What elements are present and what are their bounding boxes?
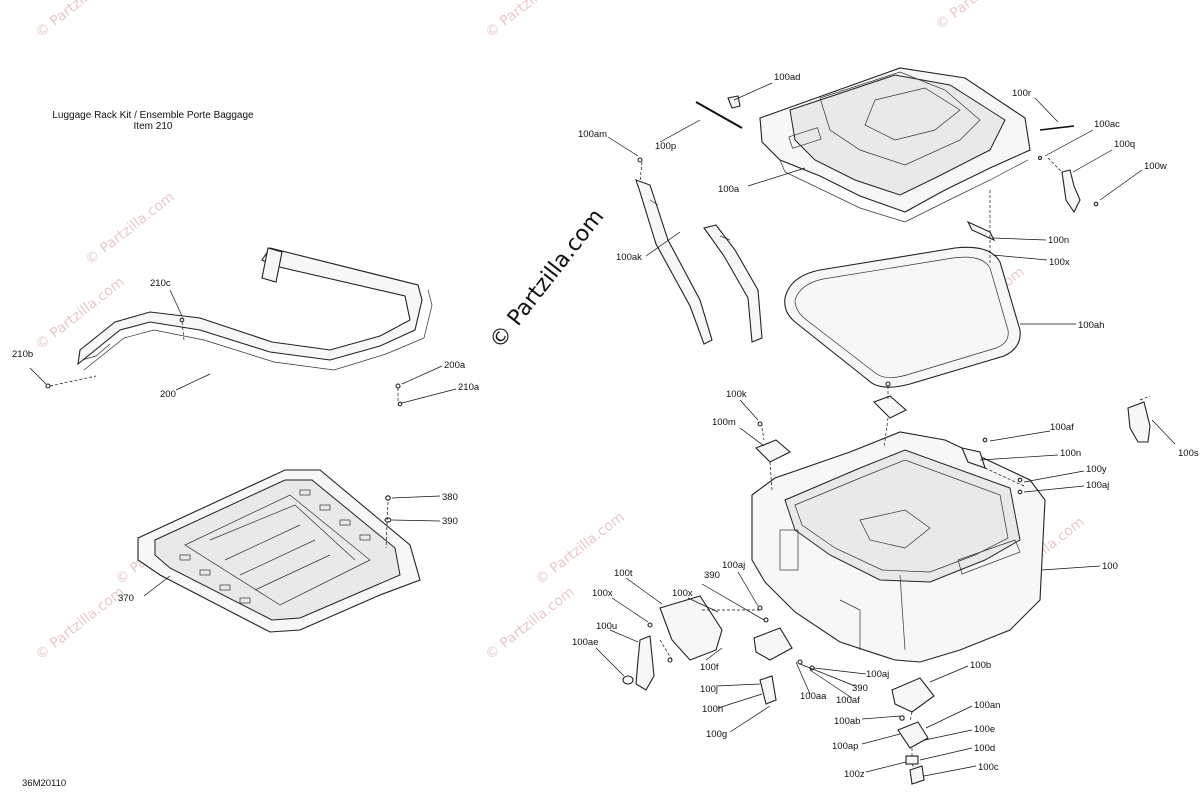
part-label: 100n [1048, 235, 1069, 246]
part-label: 380 [442, 492, 458, 503]
part-label: 370 [118, 593, 134, 604]
part-label: 100a [718, 184, 740, 195]
part-label: 100s [1178, 448, 1199, 459]
base-plate-part [137, 469, 421, 633]
part-label: 100x [1049, 257, 1070, 268]
part-label: 100w [1144, 161, 1167, 172]
leader-lines [29, 82, 1176, 777]
latch-hook [1061, 169, 1081, 214]
part-label: 100f [700, 662, 719, 673]
part-label: 100aj [1086, 480, 1109, 491]
part-label: 100g [706, 729, 727, 740]
part-label: 100n [1060, 448, 1081, 459]
luggage-rack-part [77, 247, 433, 371]
part-label: 100r [1012, 88, 1031, 99]
part-labels: 100ad 100r 100ac 100am 100p 100q 100w 10… [12, 72, 1199, 780]
part-label: 100ah [1078, 320, 1104, 331]
part-label: 100af [836, 695, 860, 706]
pin-part [1039, 125, 1075, 131]
part-label: 100k [726, 389, 747, 400]
watermark: © Partzilla.com [83, 189, 178, 268]
mount-plate [873, 395, 907, 419]
part-label: 100aa [800, 691, 827, 702]
part-label: 100ap [832, 741, 858, 752]
part-label: 100d [974, 743, 995, 754]
part-label: 100x [672, 588, 693, 599]
watermark: © Partzilla.com [33, 584, 128, 663]
part-label: 100c [978, 762, 999, 773]
part-label: 200 [160, 389, 176, 400]
latch-block [753, 627, 793, 661]
part-label: 100am [578, 129, 607, 140]
part-label: 100ad [774, 72, 800, 83]
part-label: 390 [704, 570, 720, 581]
part-label: 200a [444, 360, 466, 371]
part-label: 100p [655, 141, 676, 152]
latch-cap [909, 765, 925, 785]
part-label: 100h [702, 704, 723, 715]
watermark: © Partzilla.com [33, 274, 128, 353]
figure-code: 36M20110 [22, 778, 66, 789]
latch-arm [635, 635, 655, 691]
part-label: 100z [844, 769, 865, 780]
copyright-text: © Partzilla.com [485, 205, 609, 354]
part-label: 100m [712, 417, 736, 428]
part-label: 100e [974, 724, 995, 735]
luggage-box-part [751, 431, 1046, 663]
latch-base [897, 721, 929, 749]
part-label: 100af [1050, 422, 1074, 433]
alignment-lines [49, 157, 1151, 769]
part-label: 100t [614, 568, 633, 579]
latch-spacer [905, 755, 919, 765]
part-label: 210c [150, 278, 171, 289]
part-label: 100u [596, 621, 617, 632]
part-label: 100x [592, 588, 613, 599]
watermark: © Partzilla.com [933, 0, 1028, 33]
watermark: © Partzilla.com [483, 0, 578, 41]
part-label: 100j [700, 684, 718, 695]
kit-title: Luggage Rack Kit / Ensemble Porte Baggag… [52, 110, 254, 121]
side-bracket [1127, 401, 1151, 443]
part-label: 210a [458, 382, 480, 393]
latch-housing [891, 677, 935, 713]
part-label: 210b [12, 349, 33, 360]
part-label: 100an [974, 700, 1000, 711]
part-label: 100ae [572, 637, 598, 648]
kit-item: Item 210 [134, 121, 173, 132]
part-label: 100y [1086, 464, 1107, 475]
part-label: 100ak [616, 252, 642, 263]
watermark: © Partzilla.com [483, 584, 578, 663]
part-label: 100b [970, 660, 991, 671]
rod-part [695, 101, 743, 129]
part-label: 100ac [1094, 119, 1120, 130]
part-label: 100q [1114, 139, 1135, 150]
part-label: 390 [852, 683, 868, 694]
part-label: 100 [1102, 561, 1118, 572]
part-label: 390 [442, 516, 458, 527]
strap-part [635, 179, 763, 345]
small-bracket [966, 220, 996, 242]
part-label: 100ab [834, 716, 860, 727]
seal-part [784, 246, 1021, 388]
latch-plate [659, 595, 723, 661]
part-label: 100aj [866, 669, 889, 680]
part-label: 100aj [722, 560, 745, 571]
watermark: © Partzilla.com [33, 0, 128, 41]
lid-part [759, 67, 1031, 223]
mount-plate [755, 439, 791, 463]
latch-small [759, 675, 777, 705]
